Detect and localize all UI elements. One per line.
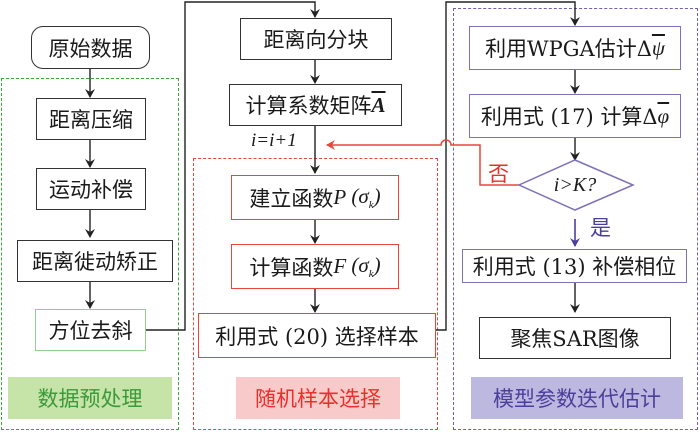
- step-select-samples: 利用式 (20) 选择样本: [198, 313, 436, 358]
- step-wpga-estimate-text: 利用WPGA估计Δ: [485, 37, 652, 61]
- sigma-k-F: (σk): [346, 252, 381, 281]
- group-label-model-parameter-estimation: 模型参数迭代估计: [471, 377, 683, 419]
- step-azimuth-deskew: 方位去斜: [35, 309, 146, 351]
- matrix-symbol: A: [371, 92, 386, 117]
- loop-counter-label: i=i+1: [251, 130, 297, 151]
- function-F-symbol: F: [333, 254, 347, 278]
- arrow-decision-no: [326, 139, 519, 186]
- group-label-random-sample-selection: 随机样本选择: [236, 377, 400, 419]
- decision-yes-label: 是: [590, 216, 611, 240]
- step-phase-compensation: 利用式 (13) 补偿相位: [462, 249, 687, 283]
- phi-symbol: φ: [657, 103, 670, 128]
- decision-text: i>K?: [553, 173, 597, 196]
- step-focus-sar-image: 聚焦SAR图像: [479, 317, 671, 359]
- step-compute-function-F-text: 计算函数: [249, 255, 334, 280]
- step-compute-phi-text: 利用式 (17) 计算Δ: [480, 105, 658, 129]
- arrow-select-to-wpga: [436, 1, 580, 331]
- decision-no-label: 否: [488, 162, 509, 186]
- step-range-blocking: 距离向分块: [240, 18, 392, 60]
- step-build-function-P-text: 建立函数: [249, 186, 334, 211]
- step-range-migration-correction: 距离徙动矫正: [17, 240, 173, 282]
- group-label-data-preprocessing: 数据预处理: [8, 377, 172, 419]
- psi-symbol: ψ: [651, 35, 665, 60]
- start-node-raw-data: 原始数据: [31, 26, 150, 69]
- step-coefficient-matrix-text: 计算系数矩阵: [245, 94, 372, 118]
- step-motion-compensation: 运动补偿: [36, 168, 146, 210]
- decision-diamond: [517, 159, 635, 211]
- sigma-k-P: (σk): [346, 183, 381, 212]
- function-P-symbol: P: [333, 185, 347, 209]
- arrow-deskew-to-range-block: [146, 1, 320, 331]
- step-range-compression: 距离压缩: [36, 98, 146, 140]
